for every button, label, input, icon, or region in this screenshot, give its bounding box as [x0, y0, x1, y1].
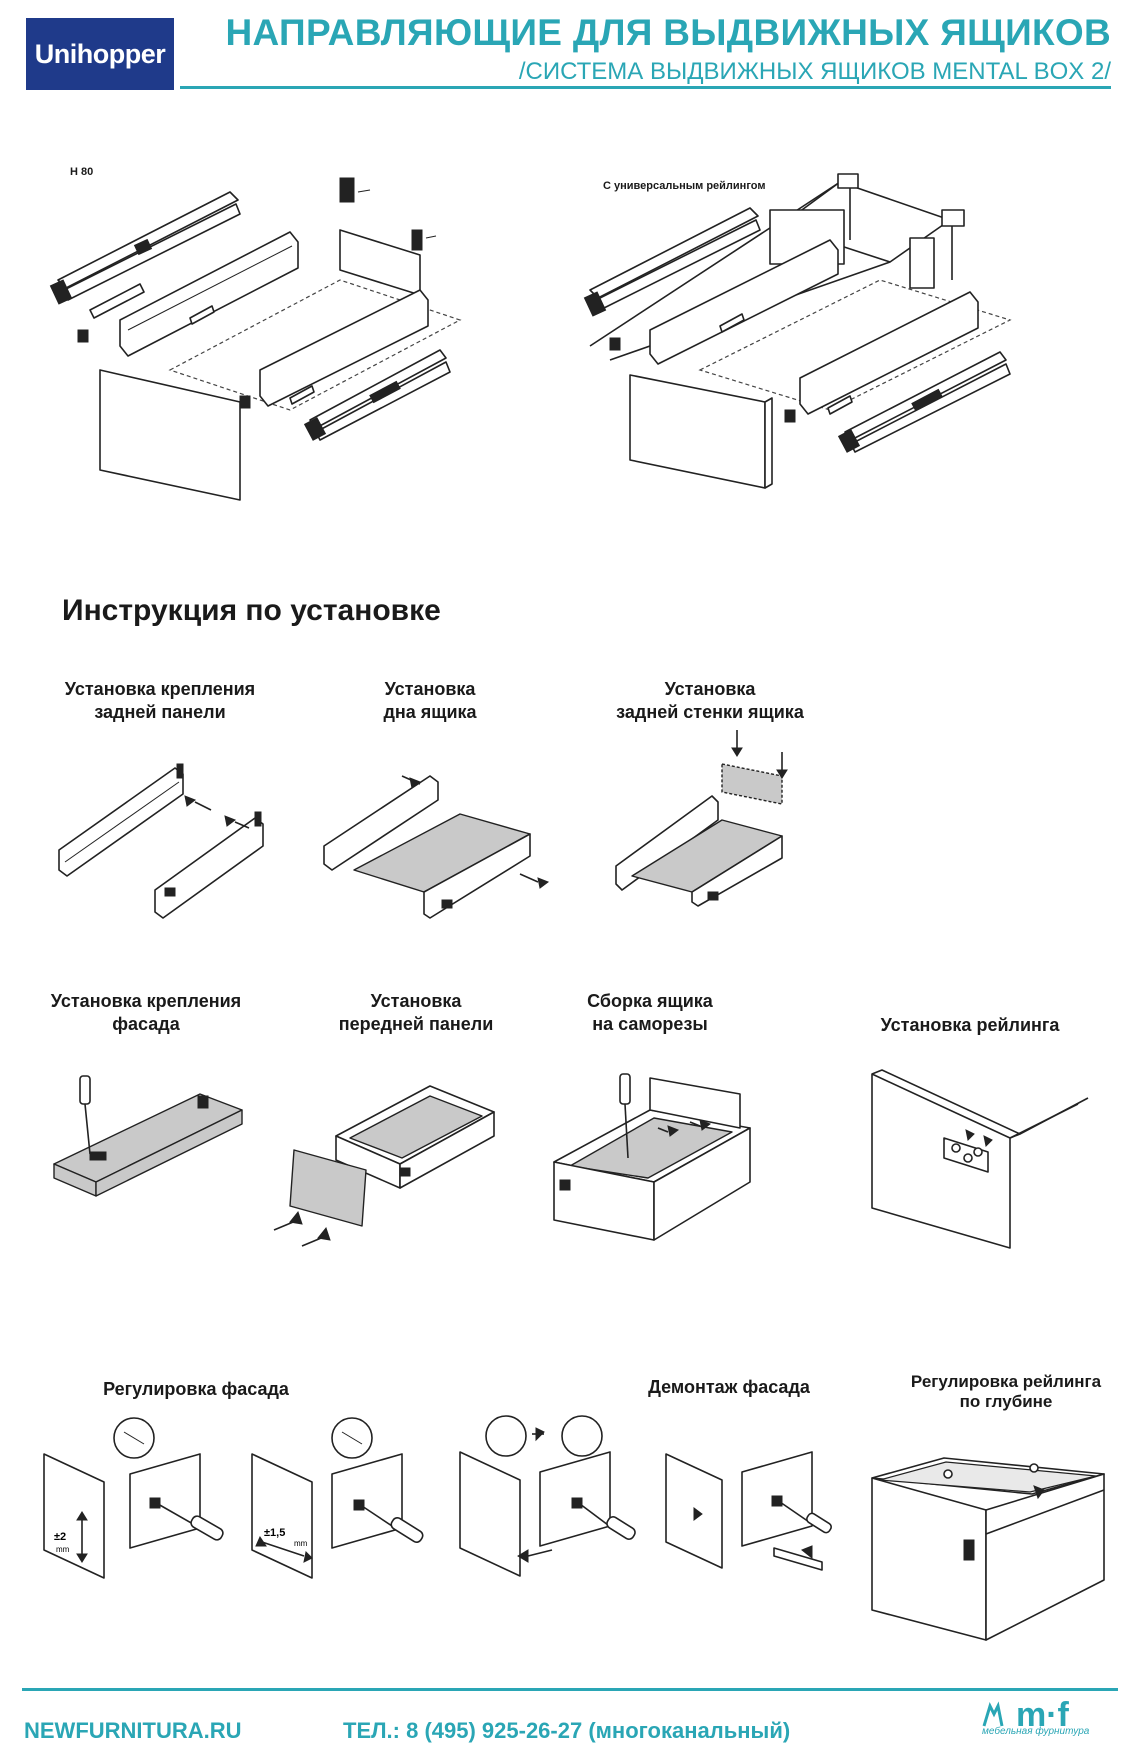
step-title-facade-mount: Установка крепления фасада — [50, 991, 242, 1034]
railing-install-illustration — [871, 1069, 1089, 1249]
back-wall-install-illustration — [615, 730, 788, 907]
vertical-adjust-unit: mm — [56, 1545, 70, 1554]
step-title-facade-adjust: Регулировка фасада — [103, 1379, 289, 1399]
vertical-adjust-label: ±2 — [54, 1531, 66, 1543]
footer-phone: ТЕЛ.: 8 (495) 925-26-27 (многоканальный) — [343, 1718, 791, 1743]
screw-assembly-illustration — [553, 1073, 751, 1241]
step-title-railing-install: Установка рейлинга — [880, 1015, 1060, 1035]
horizontal-adjust-unit: mm — [294, 1539, 308, 1548]
overview-right-caption: С универсальным рейлингом — [603, 180, 766, 192]
horizontal-adjust-label: ±1,5 — [264, 1527, 285, 1539]
mf-logo-icon: m·f — [980, 1696, 1120, 1734]
step-title-back-panel-mount: Установка крепления задней панели — [64, 679, 256, 722]
step-title-facade-removal: Демонтаж фасада — [648, 1377, 810, 1397]
exploded-drawer-h80-illustration — [49, 177, 462, 501]
facade-adjust-vertical-illustration: ±2 mm — [43, 1417, 224, 1579]
step-title-front-panel: Установка передней панели — [338, 991, 494, 1034]
instructions-title: Инструкция по установке — [62, 594, 441, 627]
unihopper-logo: Unihopper — [26, 18, 174, 90]
step-title-screw-assembly: Сборка ящика на саморезы — [587, 991, 713, 1034]
step-title-bottom: Установка дна ящика — [383, 679, 477, 722]
mf-tagline: мебельная фурнитура — [982, 1726, 1090, 1737]
back-panel-mount-illustration — [58, 763, 264, 919]
railing-depth-adjust-illustration — [871, 1457, 1105, 1641]
facade-removal-step1-illustration — [459, 1415, 636, 1577]
bottom-install-illustration — [323, 775, 550, 919]
facade-mount-illustration — [53, 1075, 243, 1197]
step-title-back-wall: Установка задней стенки ящика — [616, 679, 804, 722]
footer-website-link[interactable]: NEWFURNITURA.RU — [24, 1718, 242, 1743]
step-title-railing-depth-adjust: Регулировка рейлинга по глубине — [910, 1372, 1102, 1411]
facade-removal-step2-illustration — [665, 1451, 832, 1571]
header-divider — [180, 86, 1111, 89]
logo-text: Unihopper — [34, 38, 166, 69]
mf-logo-text: m·f — [1016, 1696, 1070, 1734]
exploded-drawer-railing-illustration — [583, 173, 1012, 489]
front-panel-install-illustration — [273, 1085, 495, 1247]
page-subtitle: /СИСТЕМА ВЫДВИЖНЫХ ЯЩИКОВ MENTAL BOX 2/ — [518, 58, 1111, 85]
overview-left-caption: H 80 — [70, 166, 94, 178]
facade-adjust-horizontal-illustration: ±1,5 mm — [251, 1417, 424, 1579]
page-title: НАПРАВЛЯЮЩИЕ ДЛЯ ВЫДВИЖНЫХ ЯЩИКОВ — [225, 12, 1111, 53]
footer-divider — [22, 1688, 1118, 1691]
